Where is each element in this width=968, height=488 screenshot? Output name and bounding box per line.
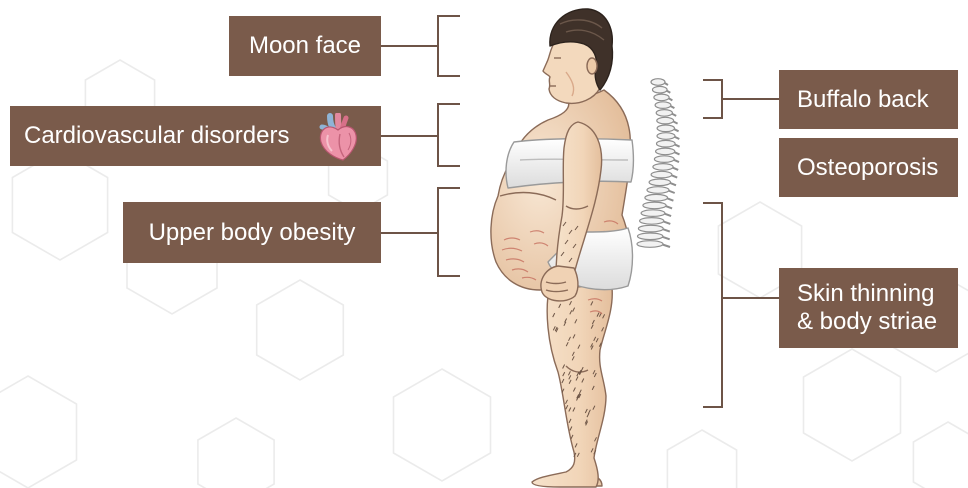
- head: [543, 9, 613, 103]
- hexagon-outline: [667, 430, 736, 488]
- vertebra: [638, 233, 663, 240]
- vertebra: [656, 110, 672, 117]
- hexagon-outline: [12, 150, 107, 260]
- buffalo-back-label: Buffalo back: [779, 70, 958, 129]
- vertebra: [651, 171, 672, 178]
- buffalo-back-bracket: [703, 80, 722, 118]
- vertebra: [653, 86, 668, 93]
- vertebra: [657, 133, 675, 140]
- vertebra: [657, 125, 674, 132]
- buffalo-back-text: Buffalo back: [797, 86, 929, 114]
- skin-thinning-text-line-2: & body striae: [797, 308, 937, 336]
- vertebra: [654, 156, 674, 163]
- moon-face-bracket: [438, 16, 460, 76]
- vertebra: [641, 210, 665, 217]
- vertebra: [656, 148, 675, 155]
- osteoporosis-text: Osteoporosis: [797, 154, 938, 182]
- vertebra: [643, 202, 666, 209]
- vertebra: [657, 140, 676, 147]
- upper-body-obesity-bracket: [438, 188, 460, 276]
- vertebra: [654, 94, 669, 101]
- vertebra: [637, 241, 663, 248]
- hexagon-outline: [394, 369, 491, 481]
- upper-body-obesity-text: Upper body obesity: [149, 219, 356, 247]
- osteoporosis-label: Osteoporosis: [779, 138, 958, 197]
- ear: [587, 58, 597, 74]
- vertebra: [645, 194, 668, 201]
- hexagon-outline: [0, 376, 77, 488]
- cardiovascular-disorders-label: Cardiovascular disorders: [10, 106, 381, 166]
- hexagon-outline: [198, 418, 274, 488]
- spine-icon: [637, 79, 680, 248]
- skin-thinning-text-line-1: Skin thinning: [797, 280, 934, 308]
- vertebra: [655, 102, 671, 109]
- skin-thinning-label: Skin thinning & body striae: [779, 268, 958, 348]
- hexagon-outline: [913, 422, 968, 488]
- cardiovascular-bracket: [438, 104, 460, 166]
- moon-face-text: Moon face: [249, 32, 361, 60]
- upper-body-obesity-label: Upper body obesity: [123, 202, 381, 263]
- cardiovascular-disorders-text: Cardiovascular disorders: [24, 122, 289, 150]
- hexagon-outline: [804, 349, 901, 461]
- vertebra: [649, 179, 670, 186]
- vertebra: [651, 79, 665, 86]
- person-side-profile-illustration: [491, 9, 633, 487]
- vertebra: [638, 225, 663, 232]
- vertebra: [653, 164, 673, 171]
- heart-icon: [316, 113, 360, 161]
- moon-face-label: Moon face: [229, 16, 381, 76]
- vertebra: [640, 218, 664, 225]
- vertebra: [647, 187, 669, 194]
- vertebra: [657, 117, 674, 124]
- hexagon-outline: [257, 280, 344, 380]
